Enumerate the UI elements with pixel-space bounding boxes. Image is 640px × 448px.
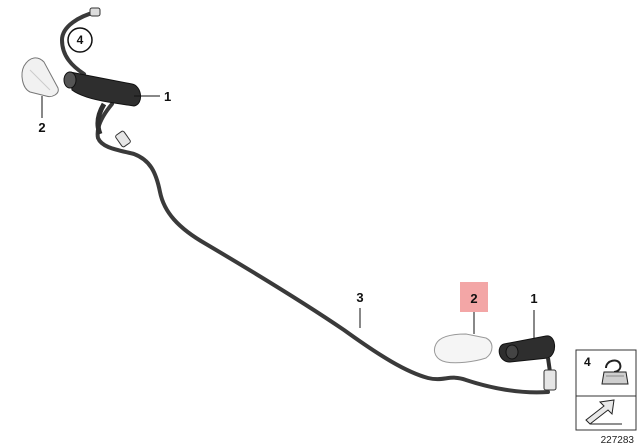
arrow-icon [585, 399, 622, 425]
left-washer-nozzle [63, 71, 141, 148]
right-washer-nozzle [498, 335, 557, 391]
callout-1-right[interactable]: 1 [530, 291, 538, 338]
legend-arrow-box [575, 395, 637, 431]
washer-hose [59, 10, 550, 395]
svg-text:1: 1 [164, 89, 171, 104]
callout-3-hose[interactable]: 3 [356, 290, 364, 328]
hose-end-fitting [89, 7, 101, 17]
svg-text:2: 2 [38, 120, 45, 135]
right-nozzle-cover [433, 333, 493, 364]
callout-1-left[interactable]: 1 [134, 89, 171, 104]
svg-text:3: 3 [356, 290, 363, 305]
diagram-id: 227283 [601, 435, 635, 446]
svg-text:2: 2 [470, 291, 477, 306]
svg-text:4: 4 [584, 355, 591, 369]
clip-icon [601, 359, 629, 385]
callout-2-left[interactable]: 2 [38, 96, 46, 135]
left-nozzle-cover [21, 57, 59, 97]
callout-2-right-highlighted[interactable]: 2 [460, 282, 488, 334]
callout-circled-4[interactable]: 4 [67, 27, 93, 53]
legend-box: 4 [575, 349, 637, 397]
svg-text:4: 4 [77, 33, 84, 47]
svg-text:1: 1 [530, 291, 537, 306]
